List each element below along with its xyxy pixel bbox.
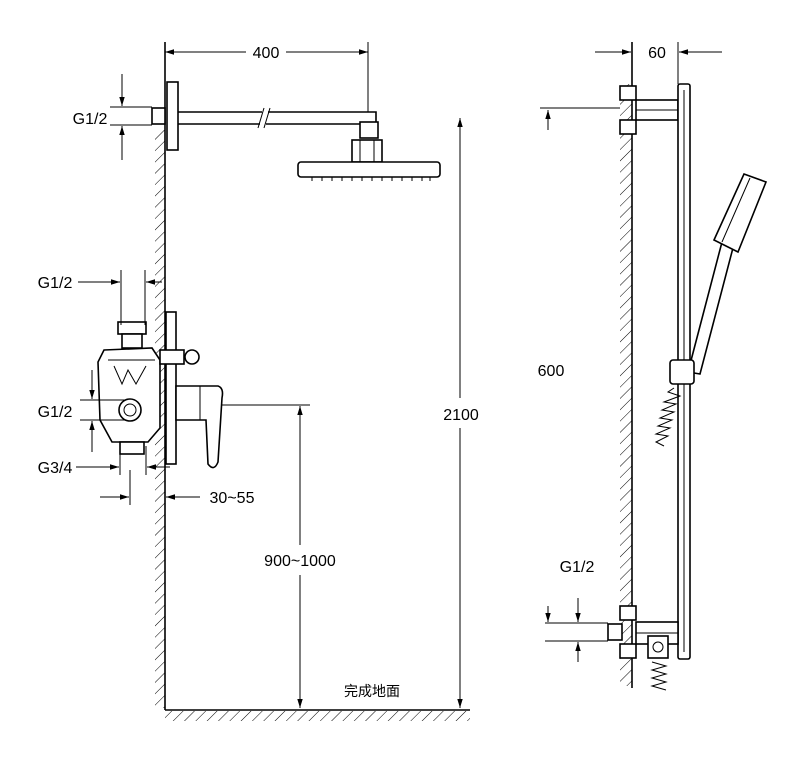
valve-bottom-outlet [119, 441, 145, 455]
valve-handle [175, 385, 224, 469]
valve-side-port [118, 398, 142, 422]
slider [669, 359, 695, 385]
arm-length-label: 400 [253, 45, 280, 62]
arm-inlet-label: G1/2 [73, 111, 108, 128]
hand-shower-head [712, 172, 768, 254]
floor-label: 完成地面 [344, 684, 400, 700]
valve-top-inlet [121, 333, 143, 349]
bar-inlet-stub [607, 623, 623, 641]
dimension-total-height: 2100 [443, 118, 479, 708]
hose-connector [647, 635, 669, 659]
dimension-valve-top-inlet: G1/2 [38, 270, 162, 325]
valve-side-port-label: G1/2 [38, 404, 73, 421]
slide-bar-bottom-bracket [607, 605, 679, 691]
dimension-bar-inlet: G1/2 [545, 559, 608, 662]
dimension-valve-side-port: G1/2 [38, 370, 125, 452]
arm-inlet-stub [151, 107, 166, 125]
slide-bar-top-bracket [540, 85, 679, 135]
valve-side-nipple [159, 349, 185, 365]
bar-length-label: 600 [538, 363, 565, 380]
hand-shower [654, 172, 768, 447]
total-height-label: 2100 [443, 407, 479, 424]
floor-hatch [165, 711, 470, 721]
outlet-hose [650, 661, 668, 691]
dimension-valve-height: 900~1000 [222, 404, 336, 708]
valve-side-fitting [184, 349, 200, 365]
valve-backplate [165, 311, 177, 465]
valve-bottom-outlet-label: G3/4 [38, 460, 73, 477]
wall-hatch-right [620, 84, 632, 686]
bar-inlet-label: G1/2 [560, 559, 595, 576]
dimension-arm-length: 400 [165, 42, 369, 112]
arm-wall-flange [166, 81, 179, 151]
hand-shower-handle [687, 241, 735, 375]
overhead-shower-head [297, 161, 441, 181]
valve-height-label: 900~1000 [264, 553, 336, 570]
dimension-arm-inlet: G1/2 [73, 74, 152, 160]
dimension-wall-depth: 30~55 [100, 470, 255, 507]
dimension-bar-offset: 60 [595, 42, 722, 84]
bar-offset-label: 60 [648, 45, 666, 62]
hand-shower-hose [654, 387, 682, 447]
left-view: 完成地面 400 G1/2 [38, 42, 479, 721]
arm-elbow [359, 121, 379, 139]
valve-top-inlet-label: G1/2 [38, 275, 73, 292]
right-view: 60 600 [538, 42, 768, 691]
wall-depth-label: 30~55 [210, 490, 255, 507]
dimension-valve-bottom-outlet: G3/4 [38, 446, 170, 477]
valve-body [97, 347, 161, 443]
shower-head-nut [351, 139, 383, 163]
shower-arm [151, 81, 383, 163]
valve-top-inlet-cap [117, 321, 147, 335]
mixing-valve [97, 311, 224, 469]
